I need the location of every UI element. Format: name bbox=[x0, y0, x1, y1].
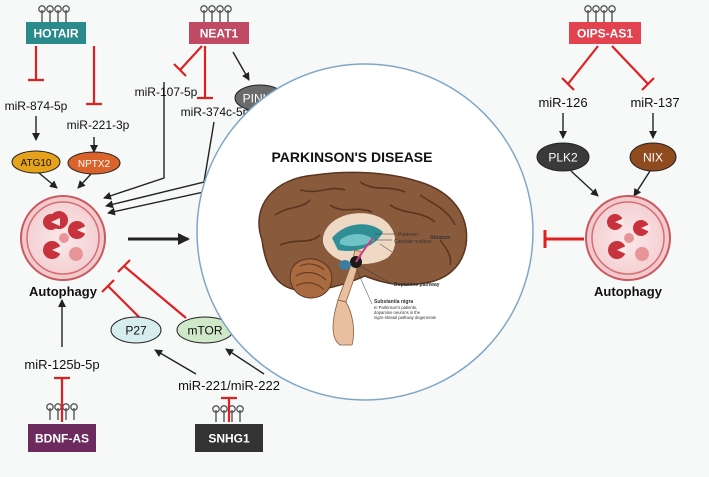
atg10-label: ATG10 bbox=[21, 158, 52, 169]
lysosome bbox=[624, 233, 634, 243]
autophagy-left-label: Autophagy bbox=[29, 284, 98, 299]
parkinsons-title: PARKINSON'S DISEASE bbox=[272, 149, 433, 165]
mir137-label: miR-137 bbox=[630, 95, 679, 110]
inhibit-pd-autophagy bbox=[543, 230, 584, 248]
brain-leader-lines bbox=[355, 233, 396, 305]
putamen-label: Putamen bbox=[398, 232, 418, 238]
hairpin-icon-neat1 bbox=[200, 5, 232, 22]
nix-node bbox=[629, 142, 677, 172]
mir107-label: miR-107-5p bbox=[135, 85, 198, 99]
inhibit-bdnf-mir125b bbox=[54, 376, 70, 422]
inhibition-lines bbox=[28, 45, 655, 422]
lysosome bbox=[59, 233, 69, 243]
oips-as1-box bbox=[569, 22, 641, 44]
inhibit-snhg1-mir221-222 bbox=[221, 396, 237, 422]
inhibit-neat1-mir374 bbox=[197, 46, 213, 100]
substantia-label: Substantia nigra bbox=[374, 299, 413, 305]
hotair-label: HOTAIR bbox=[33, 27, 78, 41]
nix-label: NIX bbox=[643, 151, 663, 165]
mir874-label: miR-874-5p bbox=[5, 99, 68, 113]
p27-label: P27 bbox=[125, 324, 147, 338]
arrow-plk2-cell bbox=[570, 170, 599, 197]
autophagy-cell-left bbox=[20, 195, 106, 281]
sn-note-2: dopamine neurons in the bbox=[374, 310, 421, 315]
inhibit-mtor-autophagy bbox=[117, 259, 187, 319]
inhibit-hotair-mir874 bbox=[28, 46, 44, 82]
p27-node bbox=[110, 316, 162, 344]
arrow-nix-cell bbox=[633, 170, 651, 197]
neat1-label: NEAT1 bbox=[200, 27, 239, 41]
hairpin-icon-hotair bbox=[38, 5, 70, 22]
snhg1-label: SNHG1 bbox=[208, 432, 250, 446]
hairpin-icon-snhg1 bbox=[212, 405, 244, 422]
mir221-3p-label: miR-221-3p bbox=[67, 118, 130, 132]
oips-as1-label: OIPS-AS1 bbox=[577, 27, 633, 41]
inhibit-oips-mir137 bbox=[611, 45, 655, 91]
lysosome bbox=[69, 247, 83, 261]
arrow-mir221-p27 bbox=[154, 349, 197, 375]
lysosome bbox=[635, 247, 649, 261]
inhibit-p27-autophagy bbox=[101, 279, 141, 319]
mir374-label: miR-374c-5p bbox=[181, 105, 250, 119]
autophagy-cell-right bbox=[585, 195, 671, 281]
mir221-222-label: miR-221/miR-222 bbox=[178, 378, 280, 393]
snhg1-box bbox=[195, 424, 263, 452]
nptx2-node bbox=[67, 151, 121, 175]
striatum-label: Striatum bbox=[430, 235, 451, 241]
bdnf-as-box bbox=[28, 424, 96, 452]
hotair-box bbox=[26, 22, 86, 44]
mtor-label: mTOR bbox=[187, 324, 222, 338]
caudate-label: Caudate nucleus bbox=[394, 239, 432, 245]
dopamine-label: Dopamine pathway bbox=[394, 282, 440, 288]
nptx2-label: NPTX2 bbox=[78, 159, 111, 170]
arrow-mir222-mtor bbox=[225, 348, 265, 375]
arrow-neat1-pink1 bbox=[232, 51, 250, 81]
arrow-atg10-cell bbox=[38, 172, 58, 189]
mir126-label: miR-126 bbox=[538, 95, 587, 110]
arrow-mir107-cell bbox=[103, 82, 165, 200]
brain-illustration bbox=[258, 171, 468, 346]
plk2-node bbox=[536, 142, 590, 172]
inhibit-oips-mir126 bbox=[561, 45, 599, 91]
inhibit-hotair-mir221 bbox=[86, 46, 102, 106]
sn-note-1: In Parkinson's patients, bbox=[374, 305, 417, 310]
hairpin-icon-oips bbox=[584, 5, 616, 22]
mir125b-label: miR-125b-5p bbox=[24, 357, 99, 372]
inhibit-neat1-mir107 bbox=[173, 45, 203, 77]
plk2-label: PLK2 bbox=[548, 151, 578, 165]
arrow-nptx2-cell bbox=[77, 173, 92, 189]
bdnf-as-label: BDNF-AS bbox=[35, 432, 89, 446]
neat1-box bbox=[189, 22, 249, 44]
sn-note-3: nigro-striatal pathway degenerate bbox=[374, 315, 437, 320]
atg10-node bbox=[11, 150, 61, 174]
autophagy-right-label: Autophagy bbox=[594, 284, 663, 299]
